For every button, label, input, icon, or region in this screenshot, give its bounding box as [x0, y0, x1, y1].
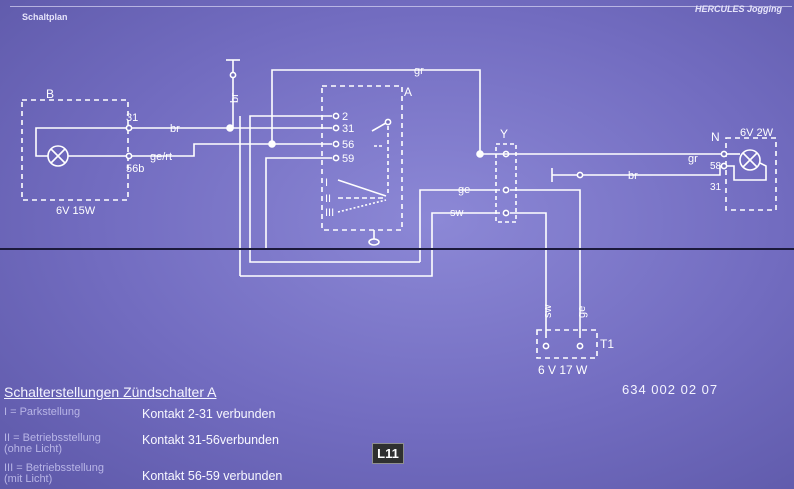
legend-position: I = Parkstellung [4, 407, 138, 418]
connector-y-box [495, 143, 517, 223]
ground-top [226, 59, 240, 128]
switch-positions-title: Schalterstellungen Zündschalter A [4, 384, 217, 400]
wire-label-ge-y: ge [458, 184, 470, 196]
lamp-b-cross [50, 148, 66, 164]
document-number: 634 002 02 07 [622, 382, 719, 397]
terminal-n-31-label: 31 [710, 182, 722, 193]
component-b-rating: 6V 15W [56, 205, 96, 217]
header-right-title: HERCULES Jogging [695, 4, 782, 14]
switch-a [321, 85, 403, 246]
terminal-n-31 [720, 162, 728, 170]
component-t1-rating: 6 V 17 W [538, 363, 588, 377]
wire-label-gr-top: gr [414, 65, 424, 77]
component-b-label: B [46, 87, 54, 101]
header-rule [10, 6, 792, 7]
wire-sw-t1 [510, 212, 547, 338]
contact-2 [332, 112, 340, 120]
component-b-headlamp [21, 99, 133, 201]
legend-description: Kontakt 2-31 verbunden [142, 407, 276, 421]
t1-terminal-ge [576, 342, 584, 350]
lamp-b-wire-31 [35, 127, 128, 157]
lamp-n-wire-31 [727, 162, 767, 181]
t1-terminal-sw [542, 342, 550, 350]
contact-2-label: 2 [342, 111, 348, 123]
switch-positions-legend: I = Parkstellung Kontakt 2-31 verbunden … [4, 407, 334, 489]
terminal-b-56b-label: 56b [126, 163, 144, 175]
component-b-box [21, 99, 129, 201]
switch-position-i [337, 179, 387, 197]
component-t1-label: T1 [600, 337, 614, 351]
legend-row: III = Betriebsstellung (mit Licht) Konta… [4, 463, 334, 489]
position-ii-label: II [325, 193, 331, 205]
junction-br [226, 124, 234, 132]
switch-a-label: A [404, 85, 412, 99]
connector-y [476, 143, 517, 223]
component-n-box [725, 137, 777, 211]
terminal-b-31-label: 31 [126, 112, 138, 124]
switch-position-iii [337, 199, 387, 213]
connector-y-pin-2 [502, 186, 510, 194]
wire-label-ge-t1: ge [576, 306, 588, 318]
contact-56-label: 56 [342, 139, 354, 151]
wire-gert [131, 143, 332, 157]
legend-position-subline: (ohne Licht) [4, 443, 63, 455]
component-n-label: N [711, 130, 720, 144]
wire-label-br-top: br [229, 93, 241, 103]
legend-position: III = Betriebsstellung (mit Licht) [4, 463, 138, 485]
legend-position-line: III = Betriebsstellung [4, 462, 104, 474]
contact-31-label: 31 [342, 123, 354, 135]
contact-59-label: 59 [342, 153, 354, 165]
ground-right-terminal [576, 171, 584, 179]
contact-31 [332, 124, 340, 132]
legend-position: II = Betriebsstellung (ohne Licht) [4, 433, 138, 455]
switch-key-icon [368, 238, 380, 246]
wire-label-sw-t1: sw [542, 305, 554, 319]
horizontal-divider [0, 248, 794, 250]
component-n-rating: 6V 2W [740, 127, 774, 139]
switch-a-box [321, 85, 403, 231]
wire-contact-2 [249, 115, 420, 263]
wire-gr-top [271, 69, 481, 154]
component-t1-box [536, 329, 598, 359]
legend-row: I = Parkstellung Kontakt 2-31 verbunden [4, 407, 334, 433]
wire-sw-y [240, 212, 500, 277]
legend-description: Kontakt 31-56verbunden [142, 433, 279, 447]
wire-label-br-right: br [628, 170, 638, 182]
legend-position-line: II = Betriebsstellung [4, 432, 101, 444]
legend-row: II = Betriebsstellung (ohne Licht) Konta… [4, 433, 334, 463]
component-n-taillamp [720, 137, 777, 211]
connector-y-pin-3 [502, 209, 510, 217]
wire-label-gert: ge/rt [150, 151, 172, 163]
wire-ge-t1 [510, 189, 581, 338]
terminal-n-58-label: 58 [710, 161, 722, 172]
wire-label-gr-right: gr [688, 153, 698, 165]
connector-y-label: Y [500, 127, 508, 141]
legend-position-subline: (mit Licht) [4, 473, 53, 485]
lamp-n-cross [742, 152, 758, 168]
ground-terminal [229, 71, 237, 79]
wire-contact-59 [265, 157, 332, 250]
terminal-n-58 [720, 150, 728, 158]
terminal-b-31 [125, 124, 133, 132]
component-t1 [536, 329, 598, 359]
wire-label-br-left: br [170, 123, 180, 135]
wire-label-sw-y: sw [450, 207, 464, 219]
switch-pivot [384, 118, 392, 126]
page-indicator: L11 [372, 443, 404, 464]
wire-ge-y [419, 189, 500, 262]
switch-blade [371, 122, 387, 132]
terminal-b-56b [125, 152, 133, 160]
lamp-n-icon [739, 149, 761, 171]
position-iii-label: III [325, 207, 334, 219]
header-left-title: Schaltplan [22, 12, 68, 22]
ground-right [551, 165, 724, 182]
contact-56 [332, 140, 340, 148]
contact-59 [332, 154, 340, 162]
position-i-label: I [325, 177, 328, 189]
legend-position-line: I = Parkstellung [4, 406, 81, 418]
legend-description: Kontakt 56-59 verbunden [142, 469, 283, 483]
